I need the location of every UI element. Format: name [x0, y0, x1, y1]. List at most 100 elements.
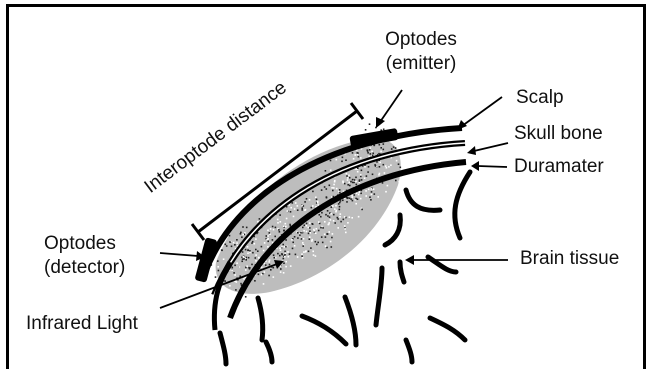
- light-speckle: [358, 216, 360, 218]
- light-speckle: [303, 238, 305, 240]
- light-speckle: [269, 232, 271, 234]
- distance-cap-right: [351, 103, 363, 119]
- light-speckle: [340, 221, 342, 223]
- light-speckle: [215, 276, 217, 278]
- light-speckle: [243, 258, 245, 260]
- light-speckle: [369, 149, 371, 151]
- light-speckle: [281, 253, 283, 255]
- light-speckle: [361, 170, 363, 172]
- dura-arrow: [478, 166, 507, 167]
- light-speckle: [349, 177, 351, 179]
- light-speckle: [239, 266, 241, 268]
- light-speckle: [309, 227, 311, 229]
- light-speckle: [387, 185, 389, 187]
- light-speckle: [240, 233, 242, 235]
- light-speckle: [315, 241, 317, 243]
- light-speckle: [369, 196, 371, 198]
- light-speckle: [261, 267, 263, 269]
- light-speckle: [290, 211, 292, 213]
- light-speckle: [309, 230, 311, 232]
- light-speckle: [326, 197, 328, 199]
- light-speckle: [383, 143, 385, 145]
- light-speckle: [277, 253, 279, 255]
- light-speckle: [294, 245, 296, 247]
- light-speckle: [327, 210, 329, 212]
- light-speckle: [245, 249, 247, 251]
- light-speckle: [288, 256, 290, 258]
- light-speckle: [355, 168, 357, 170]
- light-speckle: [341, 161, 343, 163]
- light-speckle: [316, 244, 318, 246]
- light-speckle: [366, 175, 368, 177]
- light-speckle: [279, 231, 281, 233]
- light-speckle: [302, 257, 304, 259]
- light-speckle: [247, 252, 249, 254]
- light-speckle: [336, 210, 338, 212]
- light-speckle: [251, 242, 253, 244]
- light-speckle: [284, 256, 286, 258]
- light-speckle: [339, 202, 341, 204]
- skull-arrow: [474, 143, 508, 151]
- light-speckle: [347, 184, 349, 186]
- light-speckle: [242, 234, 244, 236]
- light-speckle: [361, 209, 363, 211]
- light-speckle: [352, 200, 354, 202]
- light-speckle: [297, 209, 299, 211]
- light-speckle: [339, 189, 341, 191]
- light-speckle: [322, 242, 324, 244]
- light-speckle: [241, 236, 243, 238]
- light-speckle: [245, 296, 247, 298]
- light-speckle: [311, 239, 313, 241]
- light-speckle: [249, 252, 251, 254]
- light-speckle: [295, 254, 297, 256]
- duramater-label: Duramater: [514, 155, 604, 179]
- light-speckle: [267, 238, 269, 240]
- light-speckle: [352, 196, 354, 198]
- light-speckle: [292, 202, 294, 204]
- light-speckle: [344, 228, 346, 230]
- light-speckle: [356, 184, 358, 186]
- light-speckle: [393, 146, 395, 148]
- light-speckle: [301, 255, 303, 257]
- light-speckle: [371, 194, 373, 196]
- light-speckle: [248, 267, 250, 269]
- light-speckle: [306, 231, 308, 233]
- light-speckle: [305, 209, 307, 211]
- light-speckle: [231, 246, 233, 248]
- light-speckle: [350, 181, 352, 183]
- light-speckle: [270, 228, 272, 230]
- light-speckle: [247, 249, 249, 251]
- light-speckle: [234, 265, 236, 267]
- light-speckle: [254, 280, 256, 282]
- light-speckle: [349, 216, 351, 218]
- light-speckle: [352, 152, 354, 154]
- light-speckle: [315, 197, 317, 199]
- light-speckle: [280, 268, 282, 270]
- light-speckle: [340, 200, 342, 202]
- light-speckle: [372, 153, 374, 155]
- light-speckle: [287, 251, 289, 253]
- light-speckle: [329, 185, 331, 187]
- light-speckle: [277, 222, 279, 224]
- light-speckle: [325, 214, 327, 216]
- light-speckle: [295, 202, 297, 204]
- light-speckle: [268, 261, 270, 263]
- light-speckle: [297, 205, 299, 207]
- light-speckle: [395, 180, 397, 182]
- light-speckle: [380, 147, 382, 149]
- detector-arrow: [160, 253, 198, 256]
- light-speckle: [280, 249, 282, 251]
- light-speckle: [258, 257, 260, 259]
- light-speckle: [287, 210, 289, 212]
- light-speckle: [367, 150, 369, 152]
- light-speckle: [378, 174, 380, 176]
- light-speckle: [367, 152, 369, 154]
- light-speckle: [278, 229, 280, 231]
- light-speckle: [382, 182, 384, 184]
- light-speckle: [305, 250, 307, 252]
- light-speckle: [333, 214, 335, 216]
- light-speckle: [342, 200, 344, 202]
- light-speckle: [343, 219, 345, 221]
- light-speckle: [332, 205, 334, 207]
- light-speckle: [284, 251, 286, 253]
